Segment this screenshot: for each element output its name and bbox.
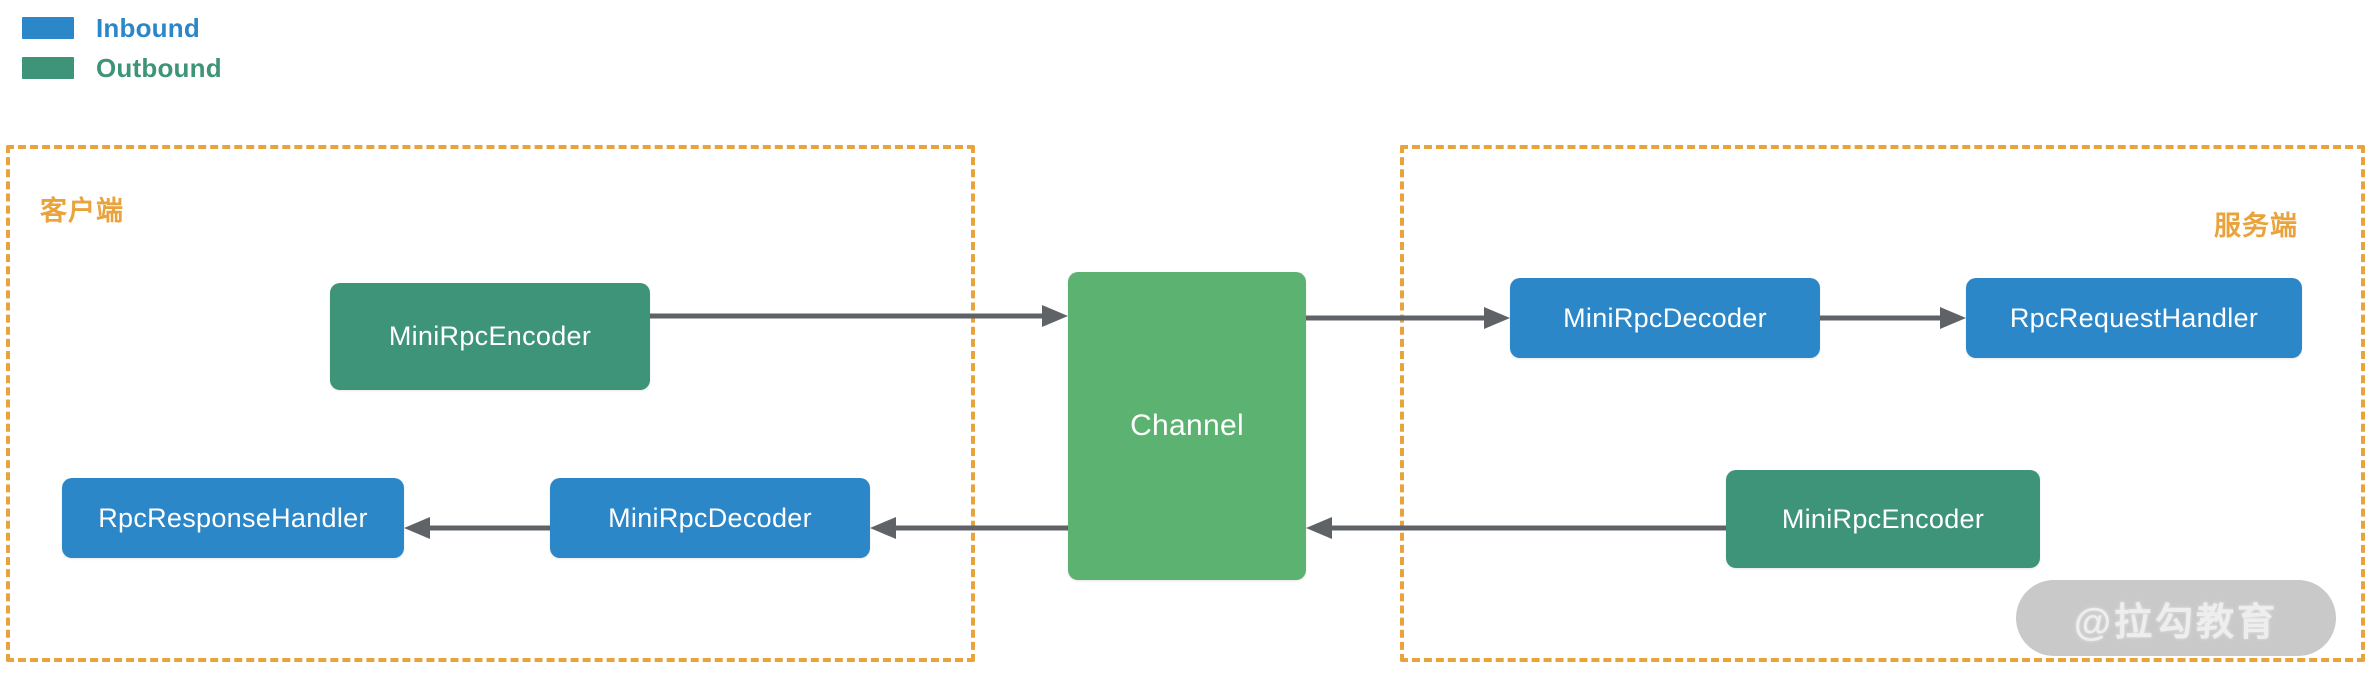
- node-server-decoder[interactable]: MiniRpcDecoder: [1510, 278, 1820, 358]
- zone-client: 客户端: [6, 145, 975, 662]
- legend-swatch-outbound: [22, 57, 74, 79]
- node-label-request-handler: RpcRequestHandler: [2009, 302, 2259, 333]
- zone-label-server: 服务端: [2214, 211, 2298, 241]
- node-response-handler[interactable]: RpcResponseHandler: [62, 478, 404, 558]
- node-label-channel: Channel: [1130, 409, 1244, 442]
- legend-label-outbound: Outbound: [96, 52, 222, 83]
- node-label-response-handler: RpcResponseHandler: [98, 502, 368, 533]
- node-request-handler[interactable]: RpcRequestHandler: [1966, 278, 2302, 358]
- node-label-client-encoder: MiniRpcEncoder: [388, 321, 592, 351]
- node-label-client-decoder: MiniRpcDecoder: [608, 502, 812, 533]
- legend-item-outbound: Outbound: [22, 52, 342, 84]
- legend-item-inbound: Inbound: [22, 12, 342, 44]
- node-client-decoder[interactable]: MiniRpcDecoder: [550, 478, 870, 558]
- watermark: @拉勾教育: [2016, 580, 2336, 656]
- node-label-server-decoder: MiniRpcDecoder: [1563, 302, 1767, 333]
- node-channel[interactable]: Channel: [1068, 272, 1306, 580]
- node-server-encoder[interactable]: MiniRpcEncoder: [1726, 470, 2040, 568]
- watermark-text: @拉勾教育: [2073, 601, 2279, 644]
- zone-server: 服务端: [1400, 145, 2365, 662]
- node-client-encoder[interactable]: MiniRpcEncoder: [330, 283, 650, 390]
- legend-label-inbound: Inbound: [96, 12, 200, 43]
- zone-label-client: 客户端: [40, 196, 124, 226]
- legend-swatch-inbound: [22, 17, 74, 39]
- node-label-server-encoder: MiniRpcEncoder: [1781, 503, 1985, 534]
